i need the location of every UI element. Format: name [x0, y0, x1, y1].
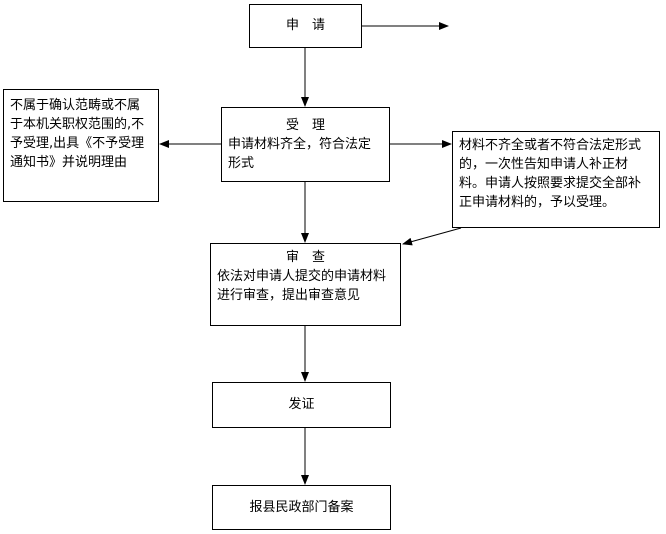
issue-box: 发证	[212, 382, 391, 428]
review-box: 审 查 依法对申请人提交的申请材料进行审查，提出审查意见	[210, 243, 401, 326]
issue-title: 发证	[288, 397, 315, 412]
supplement-box: 材料不齐全或者不符合法定形式的，一次性告知申请人补正材料。申请人按照要求提交全部…	[452, 131, 660, 228]
supplement-text: 材料不齐全或者不符合法定形式的，一次性告知申请人补正材料。申请人按照要求提交全部…	[459, 138, 642, 210]
file-title: 报县民政部门备案	[249, 500, 354, 515]
reject-box: 不属于确认范畴或不属于本机关职权范围的,不予受理,出具《不予受理通知书》并说明理…	[3, 89, 159, 202]
reject-text: 不属于确认范畴或不属于本机关职权范围的,不予受理,出具《不予受理通知书》并说明理…	[10, 98, 145, 170]
review-title: 审 查	[285, 250, 325, 265]
accept-text: 申请材料齐全，符合法定形式	[228, 137, 372, 171]
file-box: 报县民政部门备案	[212, 485, 391, 530]
apply-box: 申 请	[249, 4, 362, 48]
apply-title: 申 请	[285, 18, 325, 33]
review-text: 依法对申请人提交的申请材料进行审查，提出审查意见	[217, 269, 387, 303]
accept-title: 受 理	[285, 118, 325, 133]
arrow-supplement-to-review	[402, 227, 462, 246]
accept-box: 受 理 申请材料齐全，符合法定形式	[221, 107, 390, 182]
